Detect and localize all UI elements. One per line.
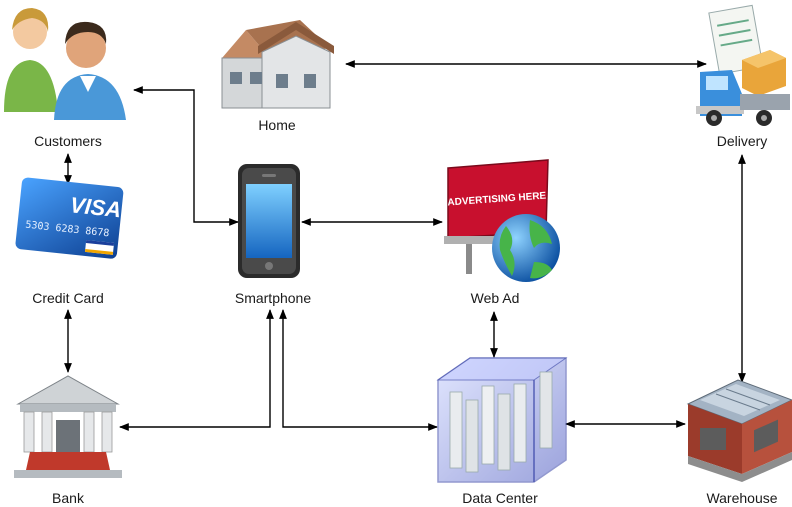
smartphone-label: Smartphone [235, 290, 311, 306]
home-label: Home [258, 117, 296, 133]
people-icon [4, 8, 126, 120]
credit-card-icon: VISA 5303 6283 8678 [15, 177, 124, 259]
billboard-globe-icon: ADVERTISING HERE [444, 159, 560, 282]
connector-smartphone-data-center [279, 309, 438, 431]
delivery-label: Delivery [717, 133, 768, 149]
delivery-truck-icon [696, 4, 790, 126]
card-brand: VISA [69, 192, 123, 222]
warehouse-label: Warehouse [706, 490, 777, 506]
credit-card-label: Credit Card [32, 290, 104, 306]
smartphone-icon [238, 164, 300, 278]
bank-icon [14, 375, 122, 478]
data-center-label: Data Center [462, 490, 538, 506]
web-ad-label: Web Ad [471, 290, 520, 306]
server-rack-icon [436, 357, 568, 483]
connectors [64, 60, 746, 431]
connector-smartphone-bank [119, 309, 274, 431]
connector-smartphone-customers [133, 86, 239, 226]
warehouse-icon [686, 379, 792, 482]
customers-label: Customers [34, 133, 102, 149]
bank-label: Bank [52, 490, 85, 506]
house-icon [221, 20, 334, 109]
